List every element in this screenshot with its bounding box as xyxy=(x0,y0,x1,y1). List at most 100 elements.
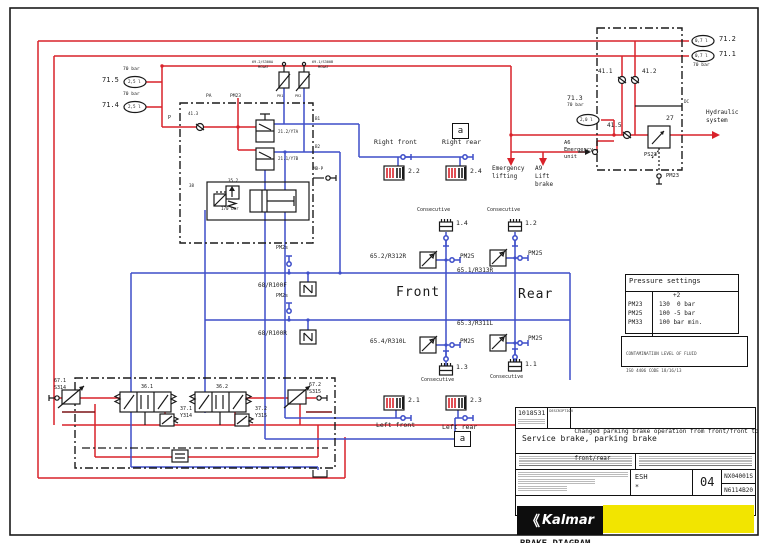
acc-71-1-pressure: 70 bar xyxy=(693,63,710,68)
brake-right-front xyxy=(383,165,405,181)
author: ESH xyxy=(634,473,648,481)
a6-label-3: unit xyxy=(564,154,577,160)
valve-36-1-label: 36.1 xyxy=(141,384,154,390)
drawing-meta-cell xyxy=(516,470,631,495)
sensor-69-2-sub: MC&AT xyxy=(258,65,269,69)
pm23-label: PM23 xyxy=(666,173,679,179)
consecutive-symbol-1-2 xyxy=(507,218,523,232)
r100r-label: 68/R100R xyxy=(258,330,287,337)
consecutive-label-1-2: Consecutive xyxy=(487,207,521,213)
hydraulic-system-label-2: system xyxy=(706,117,728,124)
a9-label-1: A9 xyxy=(535,165,543,172)
a9-label-2: Lift xyxy=(535,173,550,180)
check-41-2-label: 41.2 xyxy=(642,68,657,75)
change-description-cell: Changed parking brake operation from fro… xyxy=(571,408,761,462)
switch-s314-label: S314 xyxy=(54,385,67,391)
sensor-65-4-label: 65.4/R310L xyxy=(370,338,407,345)
a6-label-1: A6 xyxy=(564,140,571,146)
kalmar-logo: 《 Kalmar xyxy=(517,506,603,535)
pressure-plus2: +2 xyxy=(673,292,681,299)
right-front-connector xyxy=(400,153,412,161)
solenoid-y314-label: Y314 xyxy=(180,413,193,419)
parking-brake-block xyxy=(74,377,336,469)
contamination-line-2: ISO 4406 CODE 18/16/13 xyxy=(626,367,682,373)
sensor-valve-65-3 xyxy=(489,333,508,352)
rear-axle-label: Rear xyxy=(518,287,554,302)
brake-left-rear xyxy=(445,395,467,411)
black-symbols xyxy=(48,27,715,478)
acc-71-1-id: 71.1 xyxy=(719,50,736,58)
sensor-65-2-label: 65.2/R312R xyxy=(370,253,407,260)
sensor-69-1-label: 69.1/S300B xyxy=(312,60,334,64)
charging-unit-38 xyxy=(206,181,310,221)
drawing-number: N6114B20 xyxy=(724,487,753,494)
document-title: Service brake, parking brake xyxy=(516,429,755,454)
contamination-note-box: CONTAMINATION LEVEL OF FLUID ISO 4406 CO… xyxy=(621,336,748,373)
consecutive-label-1-1: Consecutive xyxy=(490,374,524,380)
pm23-test-point xyxy=(655,173,663,185)
consecutive-label-1-3: Consecutive xyxy=(421,377,455,383)
pm25-test-point xyxy=(449,256,461,264)
pm2s-label-2: PM2s xyxy=(276,293,289,299)
pm25-label-3: PM25 xyxy=(460,338,475,345)
switch-67-2-label: 67.2 xyxy=(309,382,322,388)
page-border xyxy=(9,7,759,536)
valve-37-2-label: 37.2 xyxy=(255,406,268,412)
consecutive-label-1-4: Consecutive xyxy=(417,207,451,213)
author-star: * xyxy=(634,483,640,491)
pressure-row-pm33: PM33 100 bar min. xyxy=(628,319,703,326)
a6-label-2: Emergency xyxy=(564,147,594,153)
valve-36-2-label: 36.2 xyxy=(216,384,229,390)
emergency-lifting-label-1: Emergency xyxy=(492,165,525,172)
acc-71-3-pressure: 70 bar xyxy=(567,103,584,108)
port-b1: B1 xyxy=(315,116,321,121)
acc-71-2-volume: 0,7 l xyxy=(695,38,708,43)
hydraulic-system-label-1: Hydraulic xyxy=(706,109,739,116)
acc-71-2-id: 71.2 xyxy=(719,35,736,43)
sensor-valve-65-2 xyxy=(419,250,438,269)
contamination-line-1: CONTAMINATION LEVEL OF FLUID xyxy=(626,351,697,356)
consecutive-1-4-connector xyxy=(442,235,450,247)
document-number: NX04001S xyxy=(722,470,755,484)
r100f-label: 68/R100F xyxy=(258,282,287,289)
port-mbp: MB-P xyxy=(313,166,324,171)
right-rear-connector xyxy=(462,153,474,161)
front-axle-label: Front xyxy=(396,285,441,300)
switch-s315-label: S315 xyxy=(309,389,322,395)
port-pr2: PR2 xyxy=(295,94,302,98)
brake-right-rear xyxy=(445,165,467,181)
port-pr1: PR1 xyxy=(277,94,284,98)
revision-number-cell: 1018531 xyxy=(516,408,549,428)
sensor-65-1-label: 65.1/R313R xyxy=(457,267,494,274)
brake-2-2-id: 2.2 xyxy=(408,167,420,175)
pm2s-test-point xyxy=(285,255,293,267)
port-b2: B2 xyxy=(315,144,321,149)
brake-left-front xyxy=(383,395,405,411)
pm25-label-1: PM25 xyxy=(460,253,475,260)
consecutive-1-1-connector xyxy=(511,348,519,360)
valve-37-1-label: 37.1 xyxy=(180,406,193,412)
sheet-number: 04 xyxy=(693,470,723,495)
pressure-settings-box: Pressure settings +2 PM23 130 0 bar PM25… xyxy=(625,274,739,336)
valve-21-1-label: 21.1/Y7B xyxy=(278,156,299,161)
emergency-lifting-label-2: lifting xyxy=(492,173,518,180)
acc-71-3-id: 71.3 xyxy=(567,94,583,102)
pm25-test-point xyxy=(517,339,529,347)
pm25-test-point xyxy=(449,341,461,349)
legal-row xyxy=(516,454,755,470)
acc-71-3-volume: 2,0 l xyxy=(580,117,593,122)
blue-brake-lines xyxy=(130,88,571,470)
revision-row: 1018531 DESCRIPTION Changed parking brak… xyxy=(516,408,759,462)
sensor-65-3-label: 65.3/R311L xyxy=(457,320,494,327)
title-block: 1018531 DESCRIPTION Changed parking brak… xyxy=(515,407,759,543)
brake-2-4-id: 2.4 xyxy=(470,167,482,175)
s315-connector xyxy=(316,394,328,402)
solenoid-y315-label: Y315 xyxy=(255,413,268,419)
c14-id: 1.4 xyxy=(456,219,468,227)
brake-2-3-id: 2.3 xyxy=(470,396,482,404)
acc-71-4-pressure: 70 bar xyxy=(123,92,140,97)
check-valve-41-3-label: 41.3 xyxy=(188,111,199,116)
restrictor-r100f xyxy=(299,281,317,297)
